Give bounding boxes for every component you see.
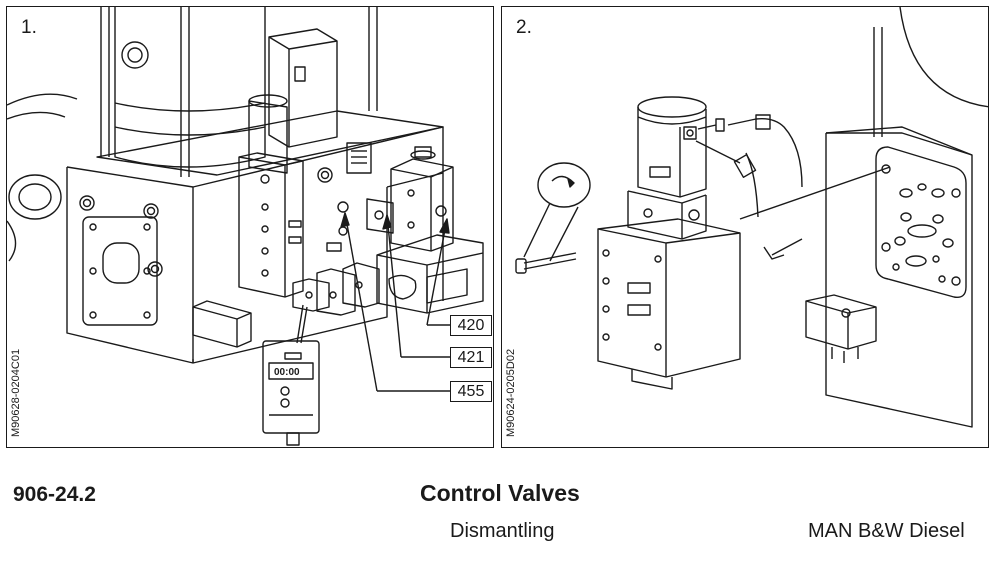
document-subtitle: Dismantling — [450, 520, 555, 542]
callout-420: 420 — [450, 315, 492, 336]
valve-removal-drawing — [515, 7, 988, 428]
figure-code-1: M90628-0204C01 — [10, 348, 22, 437]
control-block-drawing: 00:00 — [7, 7, 484, 446]
figure-code-2: M90624-0205D02 — [505, 348, 517, 437]
step-number-1: 1. — [21, 17, 37, 38]
illustration-panel-1: 00:00 1. M90628-0204C01 420 421 455 — [6, 6, 494, 448]
document-title: Control Valves — [420, 480, 580, 506]
illustration-panel-2: 2. M90624-0205D02 — [501, 6, 989, 448]
callout-421: 421 — [450, 347, 492, 368]
callout-455: 455 — [450, 381, 492, 402]
tester-display: 00:00 — [274, 367, 300, 378]
step-number-2: 2. — [516, 17, 532, 38]
document-number: 906-24.2 — [13, 483, 96, 506]
brand-name: MAN B&W Diesel — [808, 520, 965, 542]
